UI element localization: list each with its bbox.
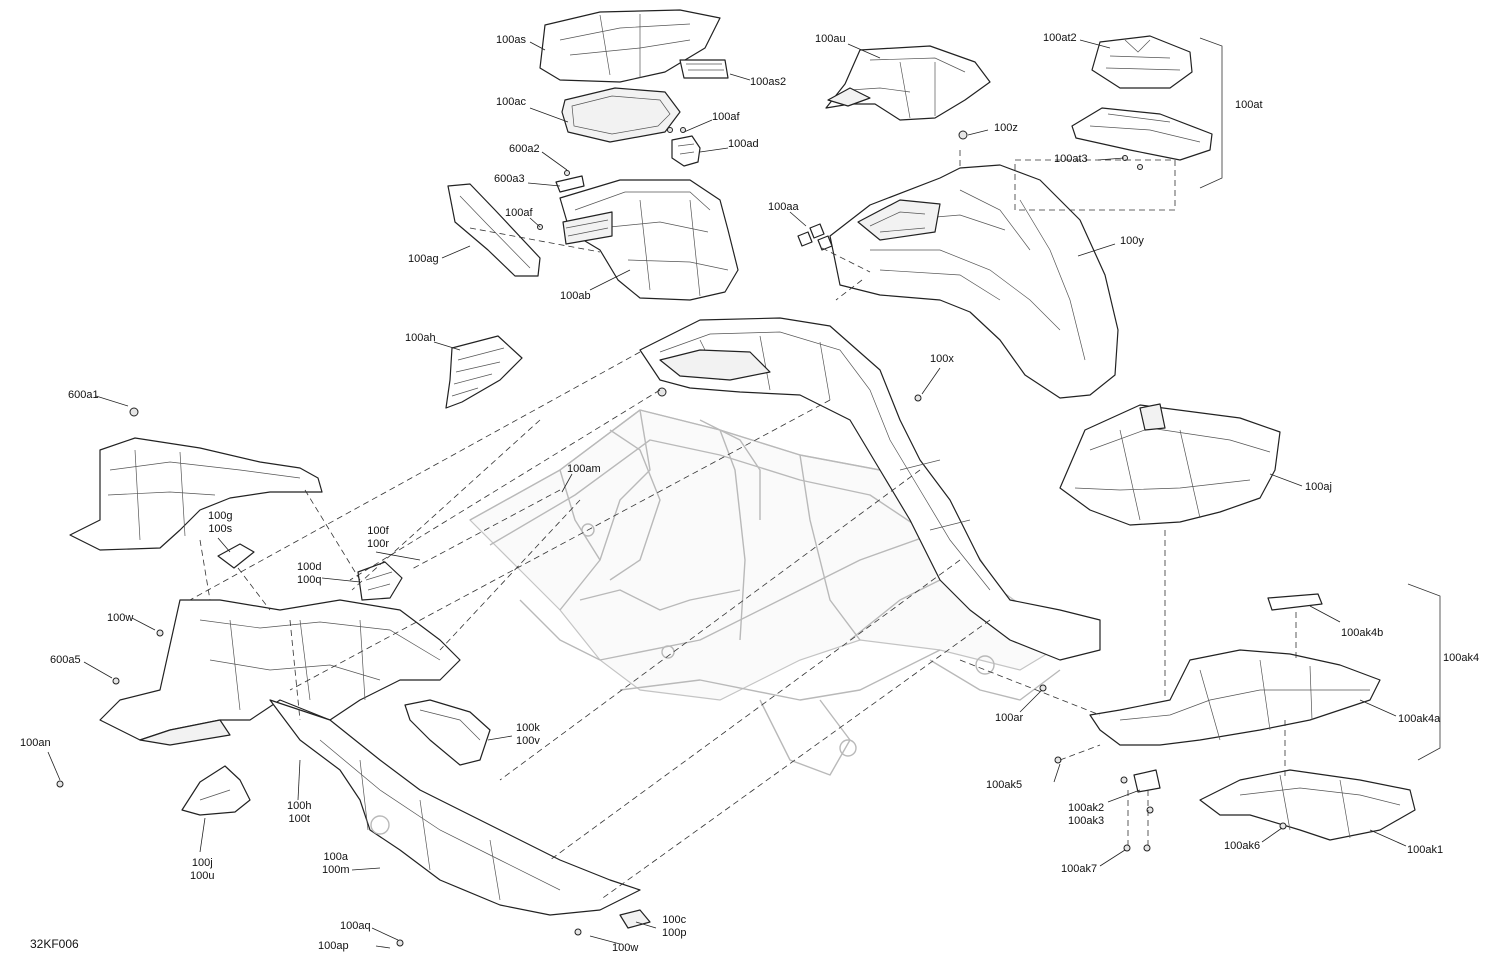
callout-100ak4b: 100ak4b <box>1341 627 1384 639</box>
bracket-100g <box>217 543 255 569</box>
callout-100af-top: 100af <box>712 111 740 123</box>
callout-100as2: 100as2 <box>750 76 787 88</box>
front-body-structure <box>639 317 1101 661</box>
vehicle-frame <box>469 409 1072 776</box>
callout-leaders <box>47 39 1407 949</box>
assembly-guide-lines <box>189 150 1297 901</box>
callout-100ak4: 100ak4 <box>1443 652 1480 664</box>
brackets-100ak2 <box>1039 684 1287 852</box>
figure-code: 32KF006 <box>30 937 79 951</box>
callout-100y: 100y <box>1120 235 1144 247</box>
callout-100at3: 100at3 <box>1054 153 1088 165</box>
floor-panel-100ak4 <box>1089 593 1381 746</box>
callout-100ap: 100ap <box>318 940 349 952</box>
callout-100ad: 100ad <box>728 138 759 150</box>
callout-100af-mid: 100af <box>505 207 533 219</box>
lower-side-skirt <box>269 699 651 947</box>
callout-100au: 100au <box>815 33 846 45</box>
callout-600a1: 600a1 <box>68 389 99 401</box>
callout-100as: 100as <box>496 34 526 46</box>
callout-600a5: 600a5 <box>50 654 81 666</box>
callout-100ah: 100ah <box>405 332 436 344</box>
glovebox-lid-assembly <box>1071 35 1213 170</box>
callout-100aj: 100aj <box>1305 481 1332 493</box>
front-fascia-right <box>829 130 1119 402</box>
side-panel-100j <box>181 765 251 816</box>
bracket-100d <box>357 561 403 601</box>
callout-100ar: 100ar <box>995 712 1024 724</box>
callout-100ak5: 100ak5 <box>986 779 1023 791</box>
callout-100ac: 100ac <box>496 96 526 108</box>
callout-100at2: 100at2 <box>1043 32 1077 44</box>
front-lower-fascia <box>56 599 461 788</box>
side-panel-100k <box>404 699 491 766</box>
callout-100ak6: 100ak6 <box>1224 840 1261 852</box>
callout-100ak4a: 100ak4a <box>1398 713 1441 725</box>
callout-100aq: 100aq <box>340 920 371 932</box>
rear-storage-tray <box>1059 403 1281 526</box>
vent-grille <box>445 335 523 409</box>
front-storage-bin <box>447 9 739 301</box>
callout-100ak1: 100ak1 <box>1407 844 1444 856</box>
callout-100am: 100am <box>567 463 601 475</box>
callout-100ag: 100ag <box>408 253 439 265</box>
callout-100x: 100x <box>930 353 954 365</box>
callout-100an: 100an <box>20 737 51 749</box>
callout-100w-left: 100w <box>107 612 134 624</box>
floor-panel-100ak1 <box>1199 769 1416 841</box>
callout-600a2: 600a2 <box>509 143 540 155</box>
clip-set <box>797 223 833 251</box>
upper-dash-cover <box>825 45 991 121</box>
callout-100aa: 100aa <box>768 201 799 213</box>
callout-100z: 100z <box>994 122 1018 134</box>
callout-100ak7: 100ak7 <box>1061 863 1098 875</box>
callout-100ab: 100ab <box>560 290 591 302</box>
callout-100at: 100at <box>1235 99 1263 111</box>
front-left-fender <box>69 407 323 551</box>
callout-600a3: 600a3 <box>494 173 525 185</box>
group-brackets <box>1199 37 1441 761</box>
callout-100w-bottom: 100w <box>612 942 639 954</box>
